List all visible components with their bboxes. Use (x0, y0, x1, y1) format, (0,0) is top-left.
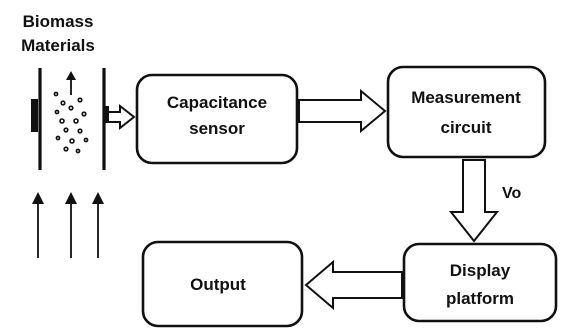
capacitance-sensor-label-line1: Capacitance (167, 93, 267, 112)
biomass-particles-icon (53, 71, 89, 154)
display-platform-label-line2: platform (446, 289, 514, 308)
measurement-circuit-block (386, 65, 547, 159)
measurement-circuit-label-line2: circuit (440, 118, 491, 137)
flow-arrow-2-head (65, 192, 77, 204)
output-block (141, 240, 304, 328)
flow-arrow-3-head (92, 192, 104, 204)
biomass-title-line2: Materials (21, 36, 95, 55)
left-electrode-plate (31, 99, 38, 132)
measurement-circuit-label-line1: Measurement (411, 88, 521, 107)
biomass-pipe-icon (31, 68, 109, 170)
display-to-output-arrow (304, 259, 403, 311)
sensor-to-circuit-arrow (298, 88, 387, 134)
biomass-title-line1: Biomass (23, 12, 94, 31)
capacitance-sensor-label-line2: sensor (189, 119, 245, 138)
circuit-to-display-arrow (448, 159, 500, 243)
signal-label-vo: Vo (502, 185, 521, 202)
output-label: Output (190, 275, 246, 294)
capacitance-sensor-block (135, 73, 299, 165)
flow-arrow-small-head (66, 71, 76, 80)
display-platform-label-line1: Display (450, 261, 511, 280)
display-platform-block (402, 242, 558, 323)
material-flow-arrows (32, 192, 104, 258)
flow-arrow-1-head (32, 192, 44, 204)
right-electrode-plate (104, 106, 109, 123)
electrode-to-sensor-arrow (107, 103, 136, 131)
